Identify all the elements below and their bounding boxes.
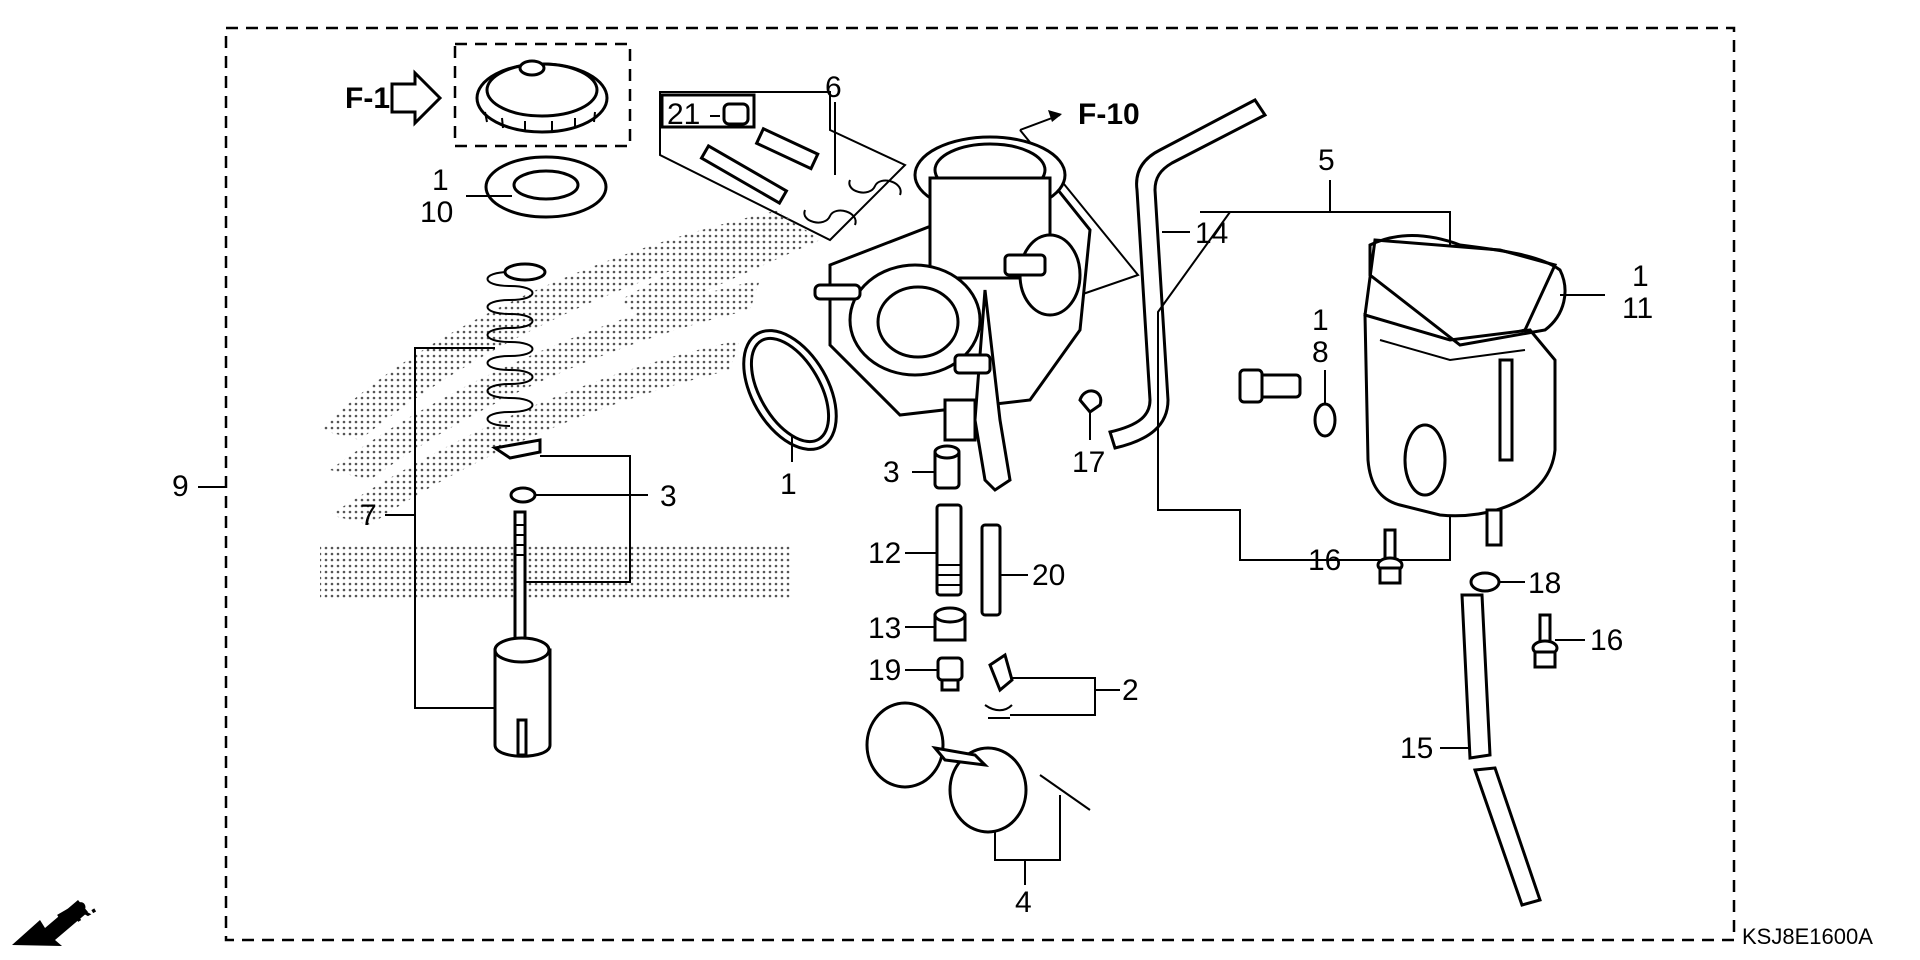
float — [865, 701, 1091, 834]
needle-jet — [935, 503, 963, 597]
callout-4: 4 — [1015, 886, 1032, 919]
callout-15: 15 — [1400, 732, 1433, 765]
tube-clip-18 — [1469, 571, 1501, 593]
screw-16-left — [1376, 528, 1404, 585]
f10-label: F-10 — [1078, 98, 1140, 131]
vent-tube — [1108, 98, 1268, 450]
float-chamber-gasket — [1368, 234, 1567, 347]
callout-18: 18 — [1528, 567, 1561, 600]
callout-9: 9 — [172, 470, 189, 503]
callout-16-right: 16 — [1590, 624, 1623, 657]
callout-21: 21 — [667, 98, 700, 131]
callout-20: 20 — [1032, 559, 1065, 592]
callout-8: 8 — [1312, 336, 1329, 369]
jet-needle — [513, 510, 527, 644]
callout-7: 7 — [360, 499, 377, 532]
callout-11: 11 — [1622, 292, 1653, 325]
callout-13: 13 — [868, 612, 901, 645]
slow-jet — [980, 523, 1002, 617]
top-cap — [475, 59, 609, 134]
callout-1-gasket-qty: 1 — [432, 164, 449, 197]
front-direction-arrow: FR. — [12, 892, 100, 946]
callout-10: 10 — [420, 196, 453, 229]
callout-19: 19 — [868, 654, 901, 687]
callout-16-left: 16 — [1308, 544, 1341, 577]
assembly-boundary — [224, 26, 1736, 942]
pilot-jet-small — [722, 102, 750, 126]
callout-6: 6 — [825, 71, 842, 104]
float-chamber-o-ring — [742, 329, 838, 451]
diagram-code: KSJ8E1600A — [1742, 924, 1873, 949]
drain-tube — [1460, 593, 1542, 907]
needle-clip — [491, 438, 542, 504]
carburetor-body — [813, 135, 1092, 492]
callout-3-needle: 3 — [660, 480, 677, 513]
float-chamber — [1363, 238, 1558, 547]
float-valve — [984, 652, 1014, 719]
jet-19 — [936, 656, 964, 692]
f1-label: F-1 — [345, 82, 390, 115]
callout-1-gasket-qty-2: 1 — [1632, 260, 1649, 293]
top-gasket — [484, 155, 608, 219]
throttle-slide — [493, 636, 552, 758]
throttle-spring — [486, 262, 547, 427]
tube-clip-17 — [1078, 389, 1103, 415]
main-jet — [933, 606, 967, 642]
callout-1-drain: 1 — [1312, 304, 1329, 337]
callout-3-holder: 3 — [883, 456, 900, 489]
drain-screw — [1238, 368, 1337, 438]
honda-watermark — [320, 210, 790, 600]
callout-12: 12 — [868, 537, 901, 570]
pilot-screw — [699, 126, 902, 226]
callout-2: 2 — [1122, 674, 1139, 707]
callout-5: 5 — [1318, 144, 1335, 177]
cap-dashed-box — [453, 42, 632, 148]
f1-reference: F-1 — [345, 69, 443, 127]
callout-17: 17 — [1072, 446, 1105, 479]
screw-16-right — [1531, 613, 1559, 669]
needle-jet-holder — [933, 444, 961, 490]
callout-1-o-ring: 1 — [780, 468, 797, 501]
